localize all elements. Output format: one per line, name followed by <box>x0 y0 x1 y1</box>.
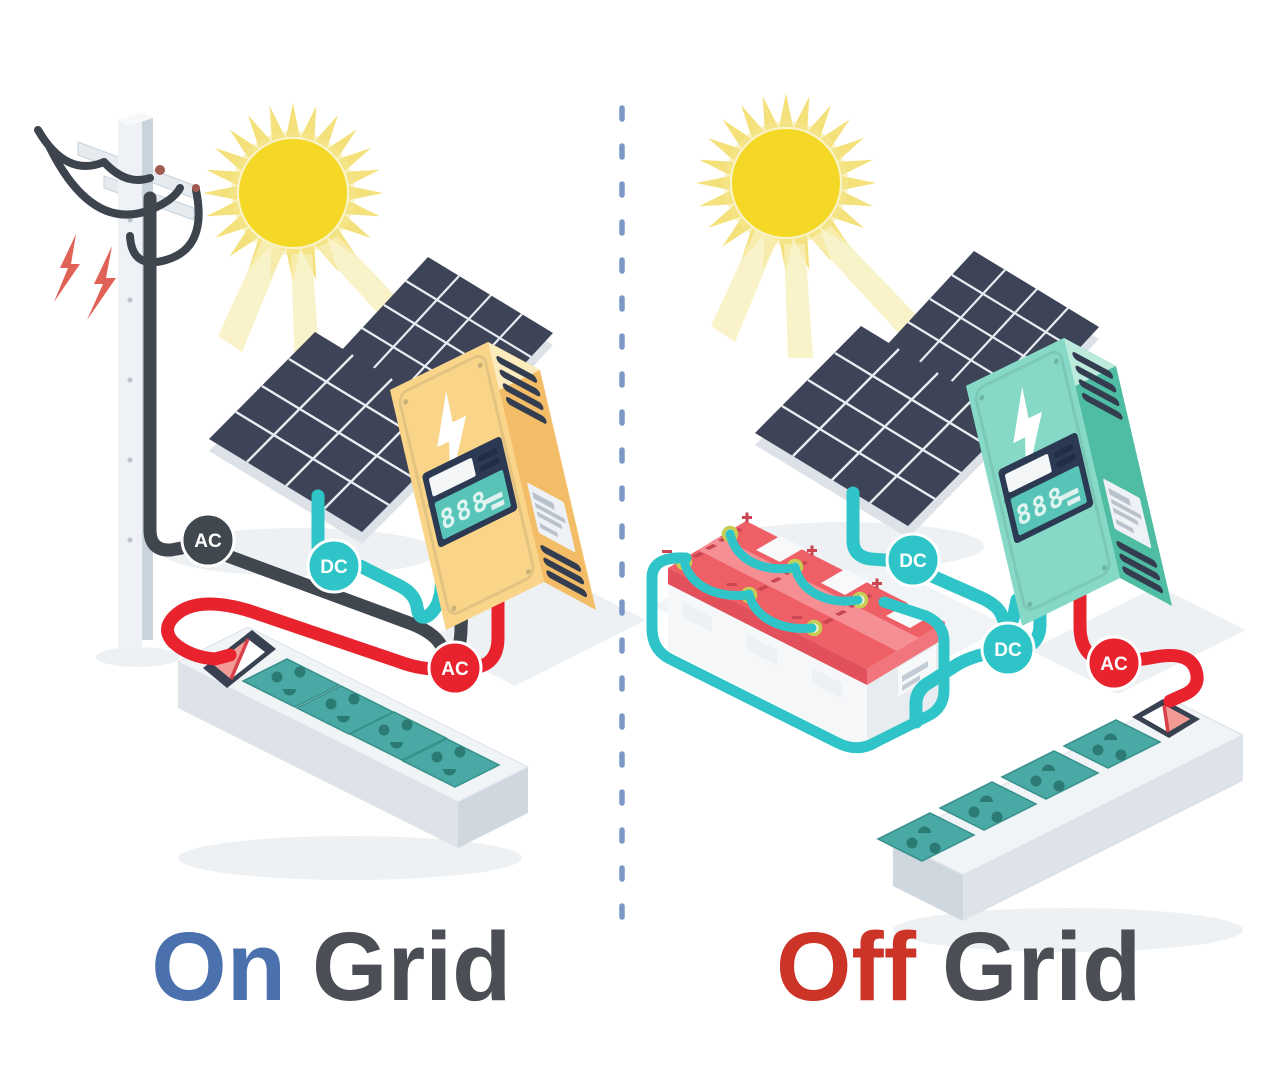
sun-beams <box>711 226 923 358</box>
svg-text:DC: DC <box>899 551 927 572</box>
off-grid-scene: 888 DC DC AC <box>646 93 1245 921</box>
svg-text:DC: DC <box>320 557 348 578</box>
off-grid-title-secondary: Grid <box>942 912 1141 1021</box>
wire-battery-dc <box>909 591 1047 729</box>
svg-text:AC: AC <box>194 531 222 552</box>
power-strip <box>877 699 1245 921</box>
on-grid-title: On Grid <box>151 912 511 1021</box>
power-strip <box>176 626 530 848</box>
off-grid-title-primary: Off <box>776 912 917 1021</box>
power-switch[interactable] <box>203 630 276 688</box>
battery-jumpers <box>679 529 863 633</box>
sun-icon <box>696 93 876 273</box>
label-outlet-ac: AC <box>427 640 483 696</box>
label-battery-dc: DC <box>980 621 1036 677</box>
on-grid-title-primary: On <box>151 912 286 1021</box>
on-grid-scene: 888 AC DC AC <box>34 103 596 848</box>
on-grid-title-secondary: Grid <box>312 912 511 1021</box>
inverter-off-grid: 888 <box>966 338 1172 626</box>
off-grid-title: Off Grid <box>776 912 1141 1021</box>
wire-outlet-ac <box>1073 583 1204 708</box>
svg-text:AC: AC <box>441 659 469 680</box>
insulator <box>192 184 200 192</box>
svg-text:DC: DC <box>994 640 1022 661</box>
battery-series-wire <box>646 552 950 754</box>
insulator <box>155 165 165 175</box>
inverter-on-grid: 888 <box>390 342 596 630</box>
spark-icon <box>54 234 116 320</box>
label-utility-ac: AC <box>180 512 236 568</box>
power-lines <box>34 126 203 267</box>
label-outlet-ac: AC <box>1086 635 1142 691</box>
label-solar-dc: DC <box>306 538 362 594</box>
pole-post <box>118 120 142 648</box>
power-switch[interactable] <box>1132 699 1200 738</box>
sun-icon <box>203 103 383 283</box>
svg-text:AC: AC <box>1100 654 1128 675</box>
label-solar-dc: DC <box>885 532 941 588</box>
